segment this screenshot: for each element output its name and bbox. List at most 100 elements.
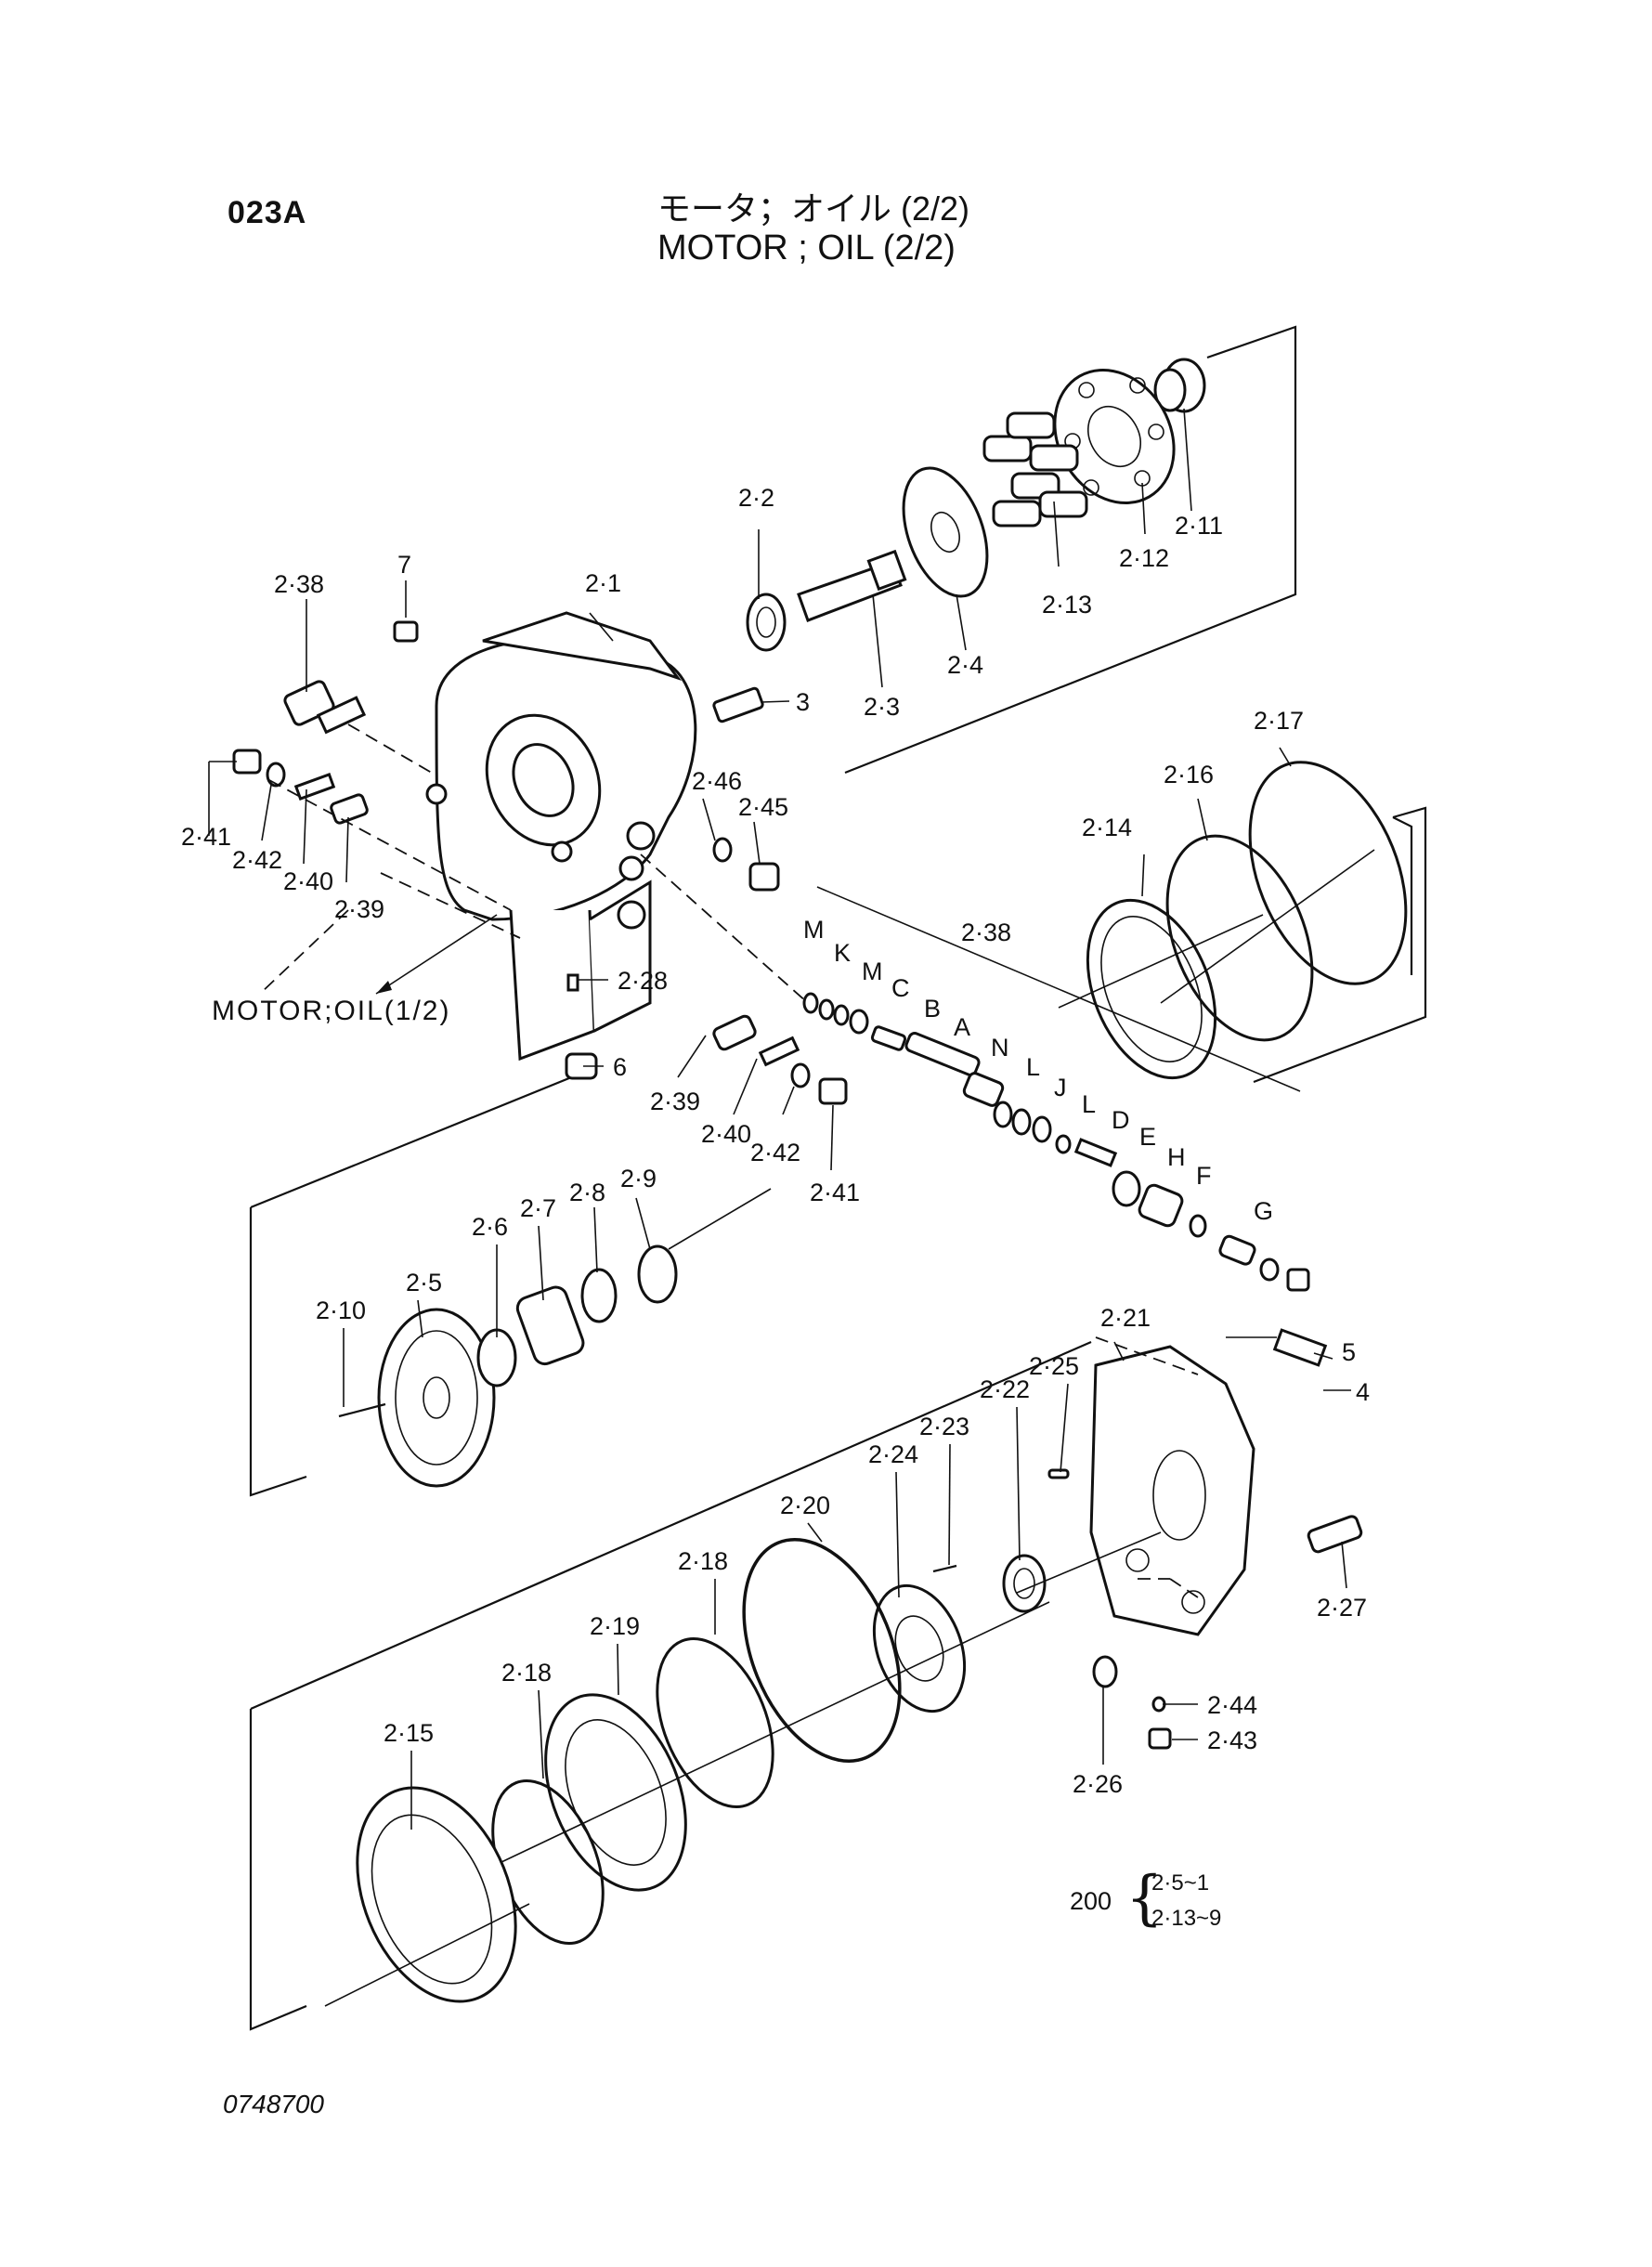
oring-2-42-upper[interactable] — [266, 762, 286, 788]
housing-2-1[interactable] — [425, 611, 697, 1062]
plate-2-19[interactable] — [519, 1674, 713, 1911]
callout-4: 4 — [1356, 1378, 1370, 1406]
valve-plate-2-24[interactable] — [858, 1573, 981, 1724]
ring-2-8[interactable] — [580, 1268, 618, 1323]
assembly-brace: { — [1125, 1864, 1164, 1933]
leader-lines — [208, 408, 1375, 2007]
callout-2-10: 2·10 — [316, 1296, 366, 1324]
assembly-item-number: 200 — [1070, 1887, 1112, 1915]
callout-2-38-upper: 2·38 — [274, 570, 324, 598]
spring-2-40-upper[interactable] — [293, 773, 336, 801]
callout-2-4: 2·4 — [947, 651, 983, 679]
oring-2-16[interactable] — [1139, 814, 1340, 1062]
callout-2-45: 2·45 — [738, 793, 788, 821]
oil-seal-2-2[interactable] — [746, 593, 787, 652]
swash-plate-2-4[interactable] — [888, 457, 1003, 608]
callout-2-40-lower: 2·40 — [701, 1120, 751, 1148]
callout-2-3: 2·3 — [864, 693, 900, 721]
callout-2-11: 2·11 — [1175, 512, 1223, 540]
callout-D: D — [1112, 1106, 1130, 1134]
oring-2-26[interactable] — [1092, 1655, 1118, 1688]
pin-2-28[interactable] — [566, 973, 579, 992]
pin-2-10[interactable] — [338, 1402, 386, 1418]
callout-3: 3 — [796, 688, 810, 716]
callout-2-2: 2·2 — [738, 484, 774, 512]
callout-2-17: 2·17 — [1254, 707, 1304, 735]
poppet-2-39-lower[interactable] — [712, 1014, 757, 1051]
bolt-2-27[interactable] — [1307, 1515, 1363, 1554]
callout-2-42-upper: 2·42 — [232, 846, 282, 874]
oring-2-20[interactable] — [714, 1517, 930, 1784]
callout-2-16: 2·16 — [1164, 761, 1214, 788]
title-english: MOTOR ; OIL (2/2) — [657, 228, 956, 267]
callout-2-8: 2·8 — [569, 1179, 605, 1206]
callout-2-7: 2·7 — [520, 1194, 556, 1222]
plug-2-45[interactable] — [748, 862, 780, 892]
oring-2-17[interactable] — [1220, 739, 1437, 1007]
bearing-2-22[interactable] — [1002, 1554, 1047, 1613]
callout-2-40-upper: 2·40 — [283, 867, 333, 895]
cover-2-21[interactable] — [1089, 1345, 1255, 1636]
callout-2-28: 2·28 — [618, 967, 668, 995]
shaft-2-3[interactable] — [797, 549, 907, 622]
callout-labels: 2·1 2·2 2·3 2·4 2·11 2·12 2·13 2·38 7 3 … — [181, 484, 1370, 1798]
callout-2-14: 2·14 — [1082, 814, 1132, 841]
plug-2-41-lower[interactable] — [818, 1077, 848, 1105]
piston-set-2-13[interactable] — [982, 411, 1088, 528]
plate-5[interactable] — [1272, 1328, 1328, 1367]
spring-2-7[interactable] — [514, 1284, 586, 1367]
plug-7[interactable] — [393, 620, 419, 643]
callout-J: J — [1054, 1074, 1067, 1101]
callout-2-22: 2·22 — [980, 1375, 1030, 1403]
assembly-line-2: 2·13~9 — [1151, 1906, 1222, 1931]
callout-L-1: L — [1026, 1053, 1040, 1081]
callout-C: C — [891, 974, 910, 1002]
callout-2-23: 2·23 — [919, 1413, 969, 1440]
friction-plate-2-14[interactable] — [1063, 881, 1240, 1097]
callout-2-21: 2·21 — [1100, 1304, 1151, 1332]
assembly-line-1: 2·5~1 — [1151, 1870, 1210, 1896]
cylinder-block-2-5[interactable] — [377, 1308, 496, 1488]
callout-H: H — [1167, 1143, 1186, 1171]
ring-2-18-upper[interactable] — [634, 1622, 795, 1823]
callout-2-41-upper: 2·41 — [181, 823, 231, 851]
pin-2-25[interactable] — [1047, 1468, 1070, 1479]
callout-2-27: 2·27 — [1317, 1594, 1367, 1622]
retainer-ring-2-6[interactable] — [476, 1328, 517, 1388]
spool-valve-group[interactable] — [802, 992, 1310, 1292]
callout-2-46: 2·46 — [692, 767, 742, 795]
valve-2-38-upper[interactable] — [283, 680, 367, 735]
callout-2-43: 2·43 — [1207, 1726, 1257, 1754]
page-code: 023A — [228, 195, 307, 230]
title-japanese: モータ；オイル (2/2) — [657, 189, 970, 228]
callout-2-44: 2·44 — [1207, 1691, 1257, 1719]
callout-2-42-lower: 2·42 — [750, 1139, 800, 1166]
callout-B: B — [924, 995, 941, 1023]
callout-K: K — [834, 939, 851, 967]
callout-2-12: 2·12 — [1119, 544, 1169, 572]
callout-N: N — [991, 1034, 1009, 1062]
piston-2-15[interactable] — [328, 1765, 546, 2026]
poppet-2-39-upper[interactable] — [330, 793, 369, 825]
plug-2-41-upper[interactable] — [232, 749, 262, 775]
callout-A: A — [954, 1013, 970, 1041]
snap-ring-2-9[interactable] — [637, 1244, 678, 1304]
oring-2-42-lower[interactable] — [790, 1062, 811, 1088]
pin-2-23[interactable] — [932, 1564, 957, 1573]
reference-link-motor-oil-1-2[interactable]: MOTOR;OIL(1/2) — [212, 996, 451, 1026]
callout-F: F — [1196, 1162, 1212, 1190]
callout-L-2: L — [1082, 1090, 1096, 1118]
oring-2-46[interactable] — [712, 837, 733, 863]
bolt-3[interactable] — [712, 686, 764, 723]
callout-2-13: 2·13 — [1042, 591, 1092, 619]
callout-2-6: 2·6 — [472, 1213, 508, 1241]
callout-E: E — [1139, 1123, 1156, 1151]
callout-2-1: 2·1 — [585, 569, 621, 597]
callout-2-19: 2·19 — [590, 1612, 640, 1640]
spring-2-40-lower[interactable] — [758, 1036, 800, 1067]
plug-2-43[interactable] — [1148, 1727, 1172, 1750]
bearing-2-11[interactable] — [1153, 358, 1206, 413]
callout-5: 5 — [1342, 1338, 1356, 1366]
callout-2-20: 2·20 — [780, 1492, 830, 1519]
